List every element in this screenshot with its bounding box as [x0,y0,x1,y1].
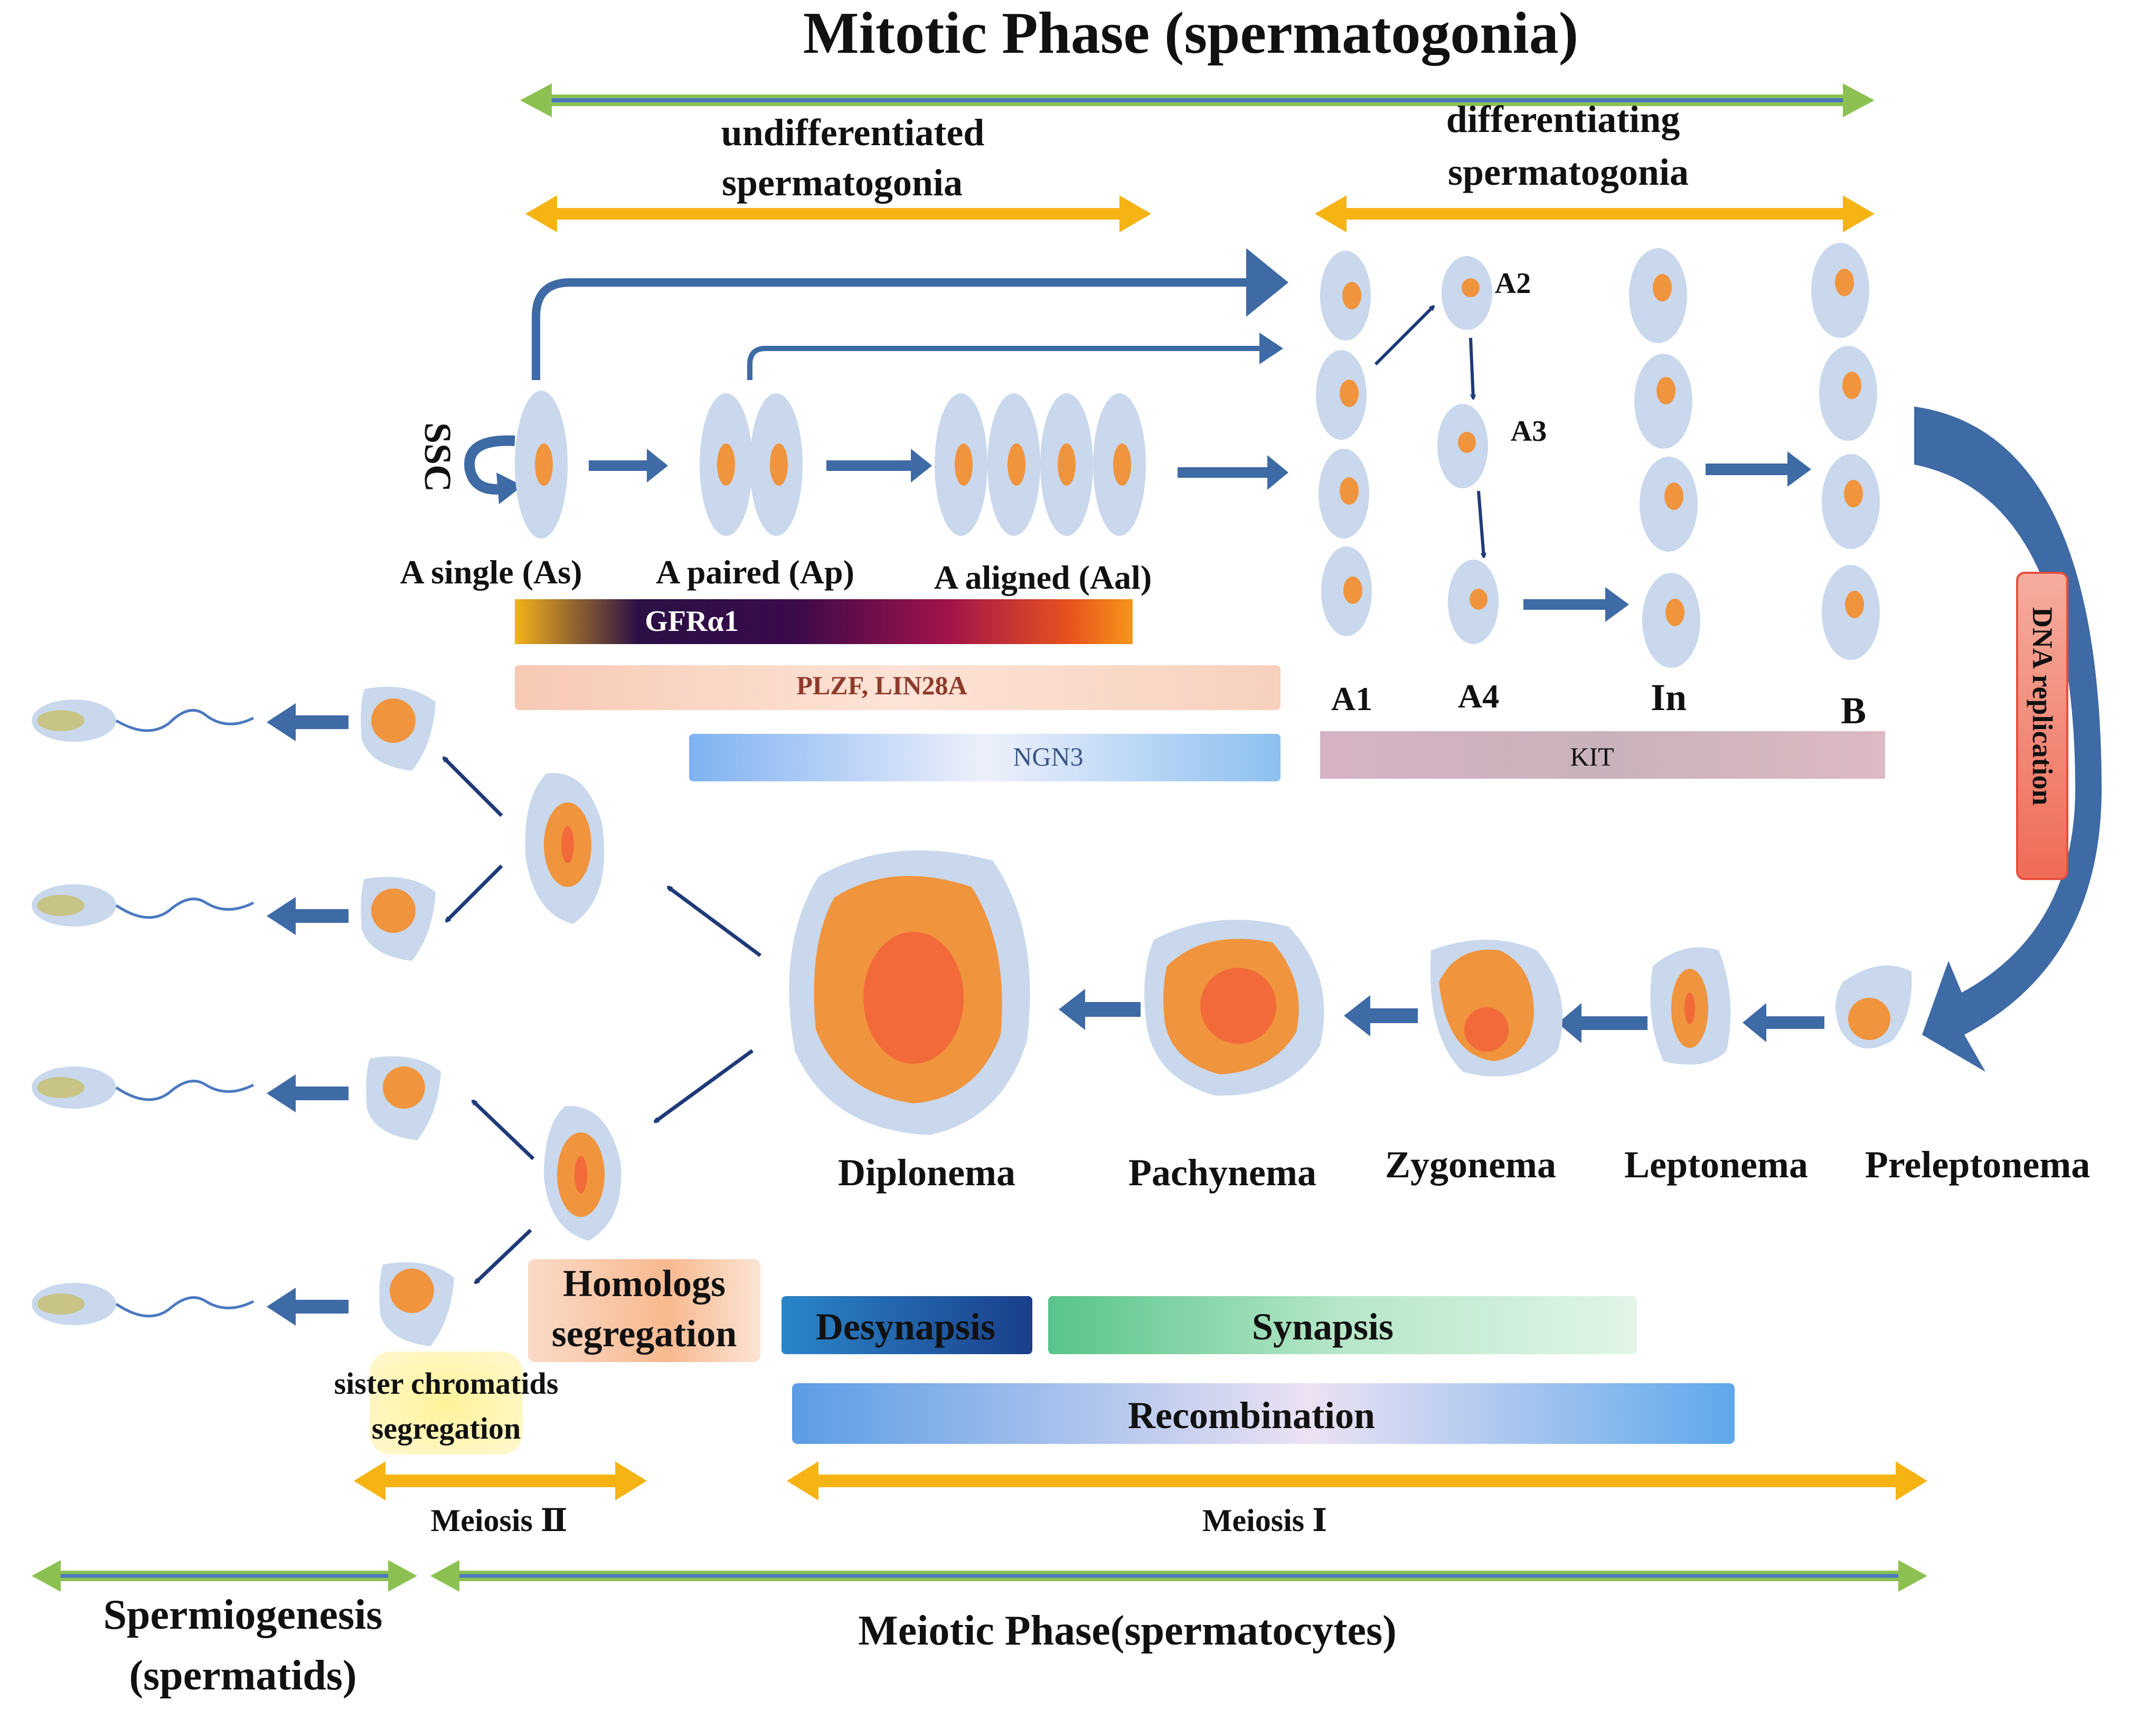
zygo-to-pachy-arrow [1344,995,1418,1036]
desynapsis-label: Desynapsis [816,1306,995,1348]
preleptonema-cell [1835,965,1912,1048]
aal-cells [935,393,1146,536]
prelepto-to-lepto-arrow [1743,1003,1824,1042]
aal-to-a1-arrow [1178,455,1288,490]
undiff-arrow [525,195,1151,232]
a2-to-a3-arrow [1469,337,1473,399]
pachynema-cell [1144,920,1324,1096]
zygonema-label: Zygonema [1385,1144,1556,1186]
diplonema-cell [789,850,1030,1135]
ssc-self-renewal [464,435,523,504]
undiff-label-1: undifferentiated [721,111,985,154]
a4-to-in-arrow [1523,587,1629,622]
as-label: A single (As) [400,553,582,591]
in-label: In [1651,676,1687,719]
homologs-label-2: segregation [552,1312,737,1355]
diplonema-label: Diplonema [838,1151,1015,1194]
a3-cell [1437,404,1488,488]
a2-label: A2 [1495,267,1531,300]
desynapsis-box [782,1296,1032,1354]
sperm-4 [32,1283,255,1325]
as-to-ap-arrow [589,449,668,483]
a3-label: A3 [1511,415,1547,448]
pachy-to-diplo-arrow [1059,989,1141,1030]
sister-box [370,1352,523,1454]
spermiogenesis-arrow [32,1560,417,1592]
meiotic-phase-arrow [430,1560,1927,1592]
b-label: B [1841,689,1866,732]
leptonema-label: Leptonema [1624,1144,1808,1186]
sperm-3 [32,1066,255,1109]
spermatid-3 [366,1056,441,1140]
diff-label-1: differentiating [1446,98,1680,140]
leptonema-cell [1650,947,1731,1065]
a1-cells [1316,251,1372,636]
ap-to-aal-arrow [826,449,932,483]
dna-replication-arrow [1914,407,2102,1072]
dna-replication-label: DNA replication [2027,607,2058,806]
diff-label-2: spermatogonia [1448,151,1689,193]
sister-label-1: sister chromatids [334,1366,559,1401]
lepto-to-zygo-arrow [1558,1003,1647,1043]
ap-label: A paired (Ap) [656,553,854,591]
ap-cells [700,393,803,536]
meiosis-1-label: Meiosis Ⅰ [1202,1503,1327,1538]
synapsis-box [1048,1296,1637,1354]
zygonema-cell [1430,940,1562,1076]
spermatid-to-sperm-arrows [267,703,349,1326]
meiosis-2-label: Meiosis Ⅱ [431,1503,568,1538]
spermatid-4 [379,1262,454,1346]
meiotic-phase-label: Meiotic Phase(spermatocytes) [858,1608,1397,1654]
undiff-label-2: spermatogonia [722,162,963,204]
a1-to-a2-arrow [1374,306,1434,366]
diff-arrow [1315,195,1875,232]
b-cells [1811,243,1880,660]
spermiogenesis-label-1: Spermiogenesis [103,1592,383,1638]
ssc-label: SSC [417,422,459,492]
sperm-1 [32,700,255,742]
gfra1-bar [515,599,1133,644]
synapsis-label: Synapsis [1252,1306,1394,1348]
ngn3-bar [689,734,1281,781]
secondary-spermatocyte-top [525,773,605,924]
dna-replication-box [2016,572,2068,880]
diplo-to-secondary-arrows [655,885,762,1123]
homologs-box [528,1259,760,1362]
secondary-to-spermatid-arrows [444,758,535,1283]
kit-label: KIT [1570,742,1614,771]
spermatid-2 [361,876,436,961]
meiosis-2-arrow [354,1461,647,1500]
meiosis-1-arrow [787,1461,1927,1500]
a4-label: A4 [1458,677,1499,715]
as-cell [515,391,568,538]
plzf-bar [515,665,1281,710]
gfra1-label: GFRα1 [645,605,738,638]
homologs-label-1: Homologs [563,1262,726,1305]
a1-label: A1 [1331,680,1372,717]
in-to-b-arrow [1706,451,1811,487]
spermatid-1 [361,686,436,771]
in-cells [1629,248,1700,668]
spermiogenesis-label-2: (spermatids) [129,1652,356,1699]
sperm-2 [32,884,255,927]
kit-bar [1320,731,1885,779]
aal-label: A aligned (Aal) [934,559,1152,596]
recombination-box [792,1383,1735,1444]
as-bypass-arrow [532,248,1288,380]
a3-to-a4-arrow [1477,490,1484,557]
sister-label-2: segregation [372,1411,521,1446]
preleptonema-label: Preleptonema [1865,1144,2091,1186]
secondary-spermatocyte-bottom [544,1106,622,1241]
a4-cell [1448,560,1499,644]
recombination-label: Recombination [1128,1394,1375,1437]
diagram-title: Mitotic Phase (spermatogonia) [803,1,1578,66]
ngn3-label: NGN3 [1013,742,1083,771]
ap-bypass-arrow [747,333,1283,380]
plzf-label: PLZF, LIN28A [796,670,967,700]
pachynema-label: Pachynema [1128,1151,1316,1194]
a2-cell [1442,256,1492,330]
mitotic-phase-arrow [520,83,1875,117]
